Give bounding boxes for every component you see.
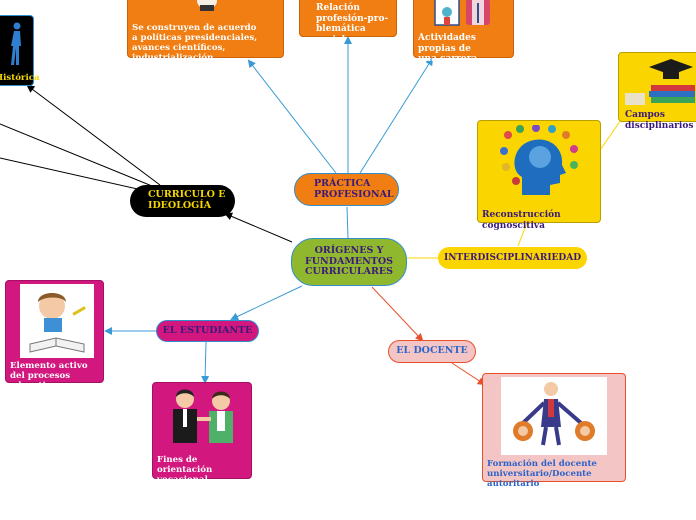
card-formacion[interactable]: Formación del docente universitario/Doce…	[482, 373, 626, 489]
link-reconstruccion-campos	[599, 119, 622, 151]
link-docente-formacion	[451, 362, 486, 386]
two-people-icon	[161, 387, 245, 447]
branch-interdisciplinariedad[interactable]: INTERDISCIPLINARIEDAD	[438, 247, 587, 269]
card-politicas-label: Se construyen de acuerdo a políticas pre…	[132, 23, 258, 64]
branch-el-estudiante[interactable]: EL ESTUDIANTE	[156, 320, 259, 342]
card-formacion-label: Formación del docente universitario/Doce…	[487, 459, 597, 490]
card-fines[interactable]: Fines de orientación vocacional	[152, 382, 252, 485]
branch-docente-label: EL DOCENTE	[396, 345, 468, 357]
card-reconstruccion[interactable]: Reconstrucción cognoscitiva	[477, 120, 601, 231]
card-elemento[interactable]: Elemento activo del procesos educativo	[5, 280, 104, 391]
link-curriculo-historica	[26, 84, 161, 186]
branch-estudiante-label: EL ESTUDIANTE	[162, 324, 253, 336]
card-fines-label: Fines de orientación vocacional	[157, 455, 213, 486]
card-actividades-label: Actividades propias de una carrera.	[418, 33, 481, 65]
card-elemento-label: Elemento activo del procesos educativo	[10, 361, 88, 392]
card-historica-label: Histórica	[0, 73, 40, 83]
link-estudiante-fines	[201, 341, 210, 384]
certificate-icon	[432, 0, 494, 27]
card-reconstruccion-label: Reconstrucción cognoscitiva	[482, 210, 561, 231]
teacher-students-icon	[501, 377, 607, 455]
card-campos-label: Campos disciplinarios	[625, 110, 694, 131]
branch-el-docente[interactable]: EL DOCENTE	[388, 340, 476, 363]
link-inter-reconstruccion	[517, 222, 528, 247]
branch-practica-profesional[interactable]: PRÁCTICA PROFESIONAL	[294, 173, 399, 206]
card-relacion[interactable]: Relación profesión-pro- blemática social	[299, 0, 397, 45]
link-curriculo-offscreen-1	[0, 123, 153, 187]
branch-practica-label: PRÁCTICA PROFESIONAL	[314, 177, 394, 200]
card-actividades[interactable]: Actividades propias de una carrera.	[413, 0, 514, 64]
card-historica[interactable]: Histórica	[0, 15, 40, 86]
link-curriculo-offscreen-2	[0, 157, 143, 191]
brain-head-icon	[500, 124, 580, 201]
link-central-estudiante	[230, 285, 303, 321]
link-central-practica	[346, 206, 349, 239]
central-topic[interactable]: ORÍGENES Y FUNDAMENTOS CURRICULARES	[291, 238, 407, 286]
card-campos[interactable]: Campos disciplinarios	[618, 52, 696, 131]
card-relacion-label: Relación profesión-pro- blemática social	[316, 3, 389, 45]
person-icon	[194, 0, 220, 13]
human-silhouette-icon	[7, 22, 25, 66]
link-practica-actividades	[359, 57, 434, 174]
central-topic-label: ORÍGENES Y FUNDAMENTOS CURRICULARES	[305, 244, 393, 278]
books-graduation-icon	[623, 55, 696, 109]
link-central-docente	[371, 286, 424, 342]
link-practica-politicas	[247, 59, 337, 174]
branch-curriculo-ideologia[interactable]: CURRICULO E IDEOLOGÍA	[130, 185, 235, 217]
student-reading-icon	[20, 284, 94, 358]
branch-curriculo-label: CURRICULO E IDEOLOGÍA	[148, 189, 226, 211]
link-central-curriculo	[224, 212, 293, 243]
card-politicas[interactable]: Se construyen de acuerdo a políticas pre…	[127, 0, 284, 63]
branch-inter-label: INTERDISCIPLINARIEDAD	[443, 252, 582, 263]
